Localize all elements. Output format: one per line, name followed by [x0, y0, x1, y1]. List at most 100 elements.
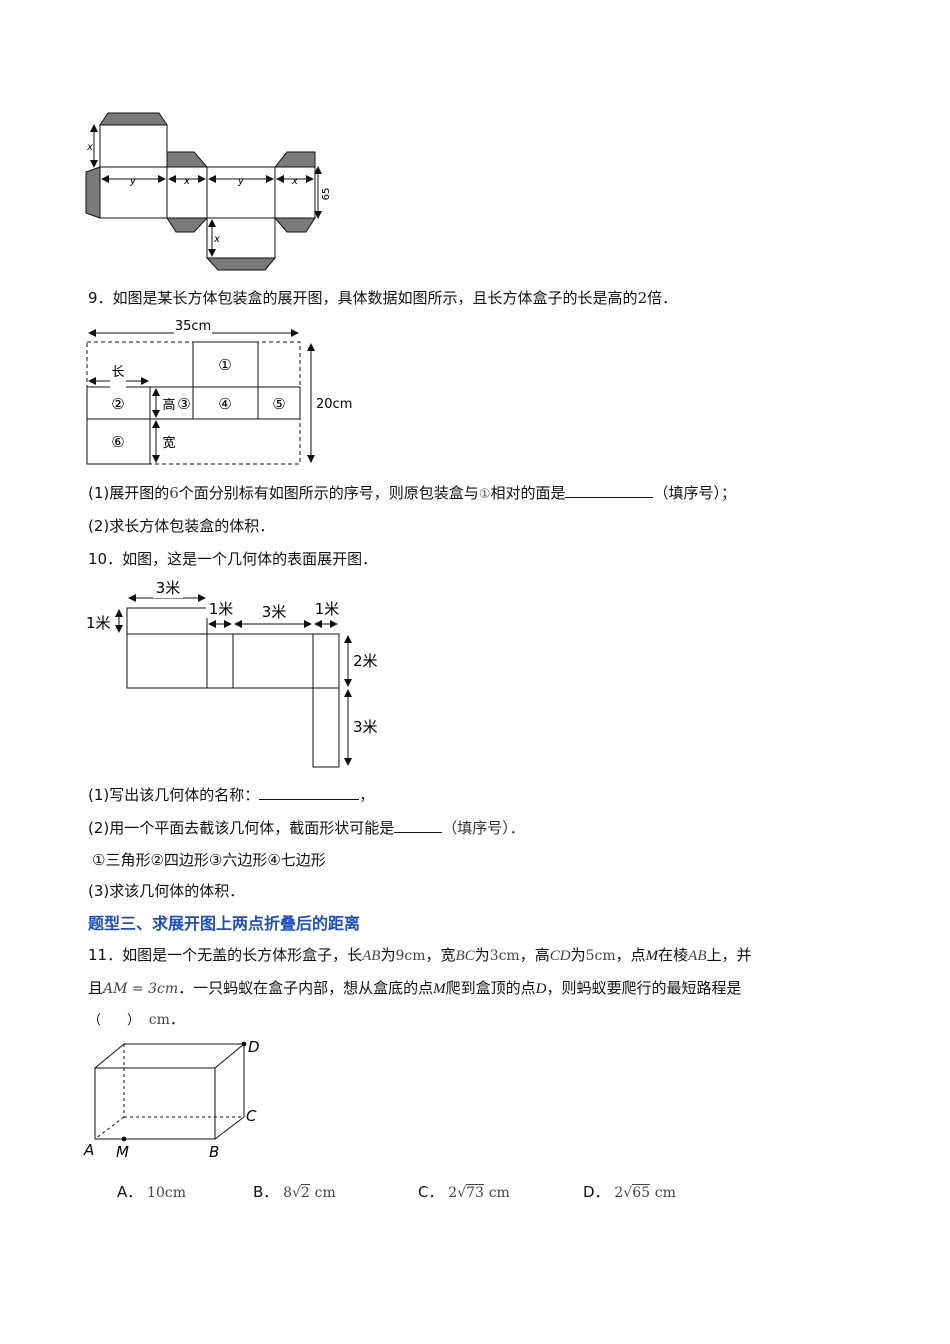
q11-period: ． [169, 1010, 185, 1028]
option-c-label: C． [418, 1183, 444, 1201]
section-heading: 题型三、求展开图上两点折叠后的距离 [88, 914, 361, 933]
q11-stem-line1: 11．如图是一个无盖的长方体形盒子，长AB为9cm，宽BC为3cm，高CD为5c… [88, 944, 752, 965]
q10-fig-1m-a: 1米 [209, 600, 234, 618]
q11-option-b[interactable]: B． 8√2 cm [253, 1181, 336, 1202]
q11-t1: 如图是一个无盖的长方体形盒子，长 [122, 946, 363, 964]
q10-section-blank[interactable] [394, 818, 443, 833]
q9-part1: (1)展开图的6个面分别标有如图所示的序号，则原包装盒与①相对的面是（填序号）； [88, 482, 736, 503]
package-net-figure: 35cm 35cm 长 高 宽 20cm ① ② ③ ④ ⑤ ⑥ [86, 317, 352, 465]
q9-face-1: ① [218, 356, 231, 374]
fig8-label-x-2: x [183, 176, 190, 187]
option-c-radicand: 73 [466, 1184, 484, 1201]
sqrt-icon: √ [623, 1185, 633, 1201]
prism-net-figure: 3米 1米 1米 3米 1米 2米 3米 [86, 579, 378, 768]
option-d-coef: 2 [614, 1185, 624, 1201]
q10-p2-text: (2)用一个平面去截该几何体，截面形状可能是 [88, 819, 395, 837]
option-c-coef: 2 [448, 1185, 458, 1201]
option-b-coef: 8 [283, 1185, 292, 1201]
q11-number: 11． [88, 946, 123, 964]
q10-fig-3m-c: 3米 [353, 718, 378, 736]
q9-text: 如图是某长方体包装盒的展开图，具体数据如图所示，且长方体盒子的长是高的 [112, 289, 638, 307]
q10-options: ①三角形②四边形③六边形④七边形 [92, 851, 326, 869]
q11-l2-d: ，则蚂蚁要爬行的最短路程是 [546, 979, 742, 997]
q11-v9: 9cm [395, 948, 426, 964]
cuboid-figure: A M B C D [83, 1038, 260, 1161]
q9-face-4: ④ [218, 395, 231, 413]
q11-ab2: AB [688, 948, 707, 964]
q10-p1-end: ， [359, 786, 375, 804]
q10-number: 10． [88, 550, 123, 568]
q11-v5: 5cm [585, 948, 616, 964]
q10-name-blank[interactable] [259, 785, 360, 800]
cuboid-label-b: B [209, 1143, 219, 1161]
fig8-label-x-3: x [291, 176, 298, 187]
q10-fig-3m-b: 3米 [262, 603, 287, 621]
q11-v3: 3cm [489, 948, 520, 964]
q9-face-3: ③ [177, 395, 190, 413]
option-d-radicand: 65 [632, 1184, 651, 1201]
cuboid-label-d: D [248, 1038, 260, 1056]
q11-option-a[interactable]: A． 10cm [117, 1181, 186, 1202]
q9-p1-b: 个面分别标有如图所示的序号，则原包装盒与 [178, 484, 479, 502]
q10-p2-end: （填序号）． [442, 819, 525, 837]
q11-stem-line2: 且AM = 3cm．一只蚂蚁在盒子内部，想从盒底的点M爬到盒顶的点D，则蚂蚁要爬… [88, 977, 742, 998]
q11-am: AM = 3cm [103, 981, 179, 997]
q11-cd: CD [549, 948, 571, 964]
box-net-figure: x y x y x 65 x [85, 112, 332, 271]
q9-p1-six: 6 [169, 484, 179, 502]
q11-t5: ，高 [519, 946, 550, 964]
fig8-label-y-1: y [129, 176, 137, 187]
q11-ab: AB [362, 948, 381, 964]
q11-stem-line3: （ ） cm． [88, 1008, 185, 1029]
q11-t2: 为 [380, 946, 396, 964]
q11-t4: 为 [474, 946, 490, 964]
q11-option-d[interactable]: D． 2√65 cm [583, 1181, 676, 1202]
q11-unit: cm [148, 1012, 170, 1028]
option-b-unit: cm [314, 1185, 336, 1201]
q11-m2: M [433, 981, 446, 997]
q11-t7: ，点 [615, 946, 646, 964]
q11-paren: （ ） [88, 1013, 141, 1028]
q11-bc: BC [455, 948, 475, 964]
q9-answer-blank[interactable] [565, 483, 654, 498]
fig8-label-x-bottom: x [213, 234, 220, 245]
q10-part3: (3)求该几何体的体积． [88, 882, 245, 900]
option-c-unit: cm [488, 1185, 510, 1201]
q9-fig-20cm: 20cm [316, 397, 352, 412]
q11-t9: 上，并 [706, 946, 752, 964]
sqrt-icon: √ [457, 1185, 467, 1201]
q10-fig-3m-top: 3米 [156, 579, 181, 597]
cuboid-label-c: C [246, 1107, 257, 1125]
q10-text: 如图，这是一个几何体的表面展开图． [122, 550, 378, 568]
q11-t3: ，宽 [425, 946, 456, 964]
q11-t8: 在棱 [658, 946, 689, 964]
q10-fig-2m: 2米 [353, 652, 378, 670]
q11-d: D [535, 981, 547, 997]
q10-fig-1m-left: 1米 [86, 614, 111, 632]
fig8-label-65: 65 [321, 188, 332, 201]
q9-face-6: ⑥ [111, 433, 124, 451]
q11-l2-b: ．一只蚂蚁在盒子内部，想从盒底的点 [178, 979, 434, 997]
option-a-value: 10cm [147, 1185, 186, 1201]
q9-fig-high: 高 [162, 397, 175, 413]
q9-p1-c: 相对的面是 [490, 484, 566, 502]
option-b-radicand: 2 [300, 1184, 310, 1201]
q9-tail: 倍． [647, 289, 678, 307]
q9-part2: (2)求长方体包装盒的体积． [88, 517, 275, 535]
q11-option-c[interactable]: C． 2√73 cm [418, 1181, 510, 1202]
q10-fig-1m-b: 1米 [315, 600, 340, 618]
fig8-label-y-2: y [237, 176, 245, 187]
q9-number: 9． [88, 289, 113, 307]
q9-fig-len: 长 [111, 365, 124, 380]
q9-p1-circle: ① [478, 487, 491, 502]
sqrt-icon: √ [292, 1185, 301, 1201]
q10-part2: (2)用一个平面去截该几何体，截面形状可能是 （填序号）． [88, 817, 525, 838]
q9-stem: 9．如图是某长方体包装盒的展开图，具体数据如图所示，且长方体盒子的长是高的2倍． [88, 287, 677, 308]
cuboid-label-a: A [83, 1141, 94, 1159]
option-d-label: D． [583, 1183, 610, 1201]
q9-face-2: ② [111, 395, 124, 413]
q10-p1-text: (1)写出该几何体的名称： [88, 786, 260, 804]
q9-p1-d: （填序号）； [653, 484, 736, 502]
q9-face-5: ⑤ [272, 395, 285, 413]
q10-part1: (1)写出该几何体的名称： ， [88, 784, 374, 805]
